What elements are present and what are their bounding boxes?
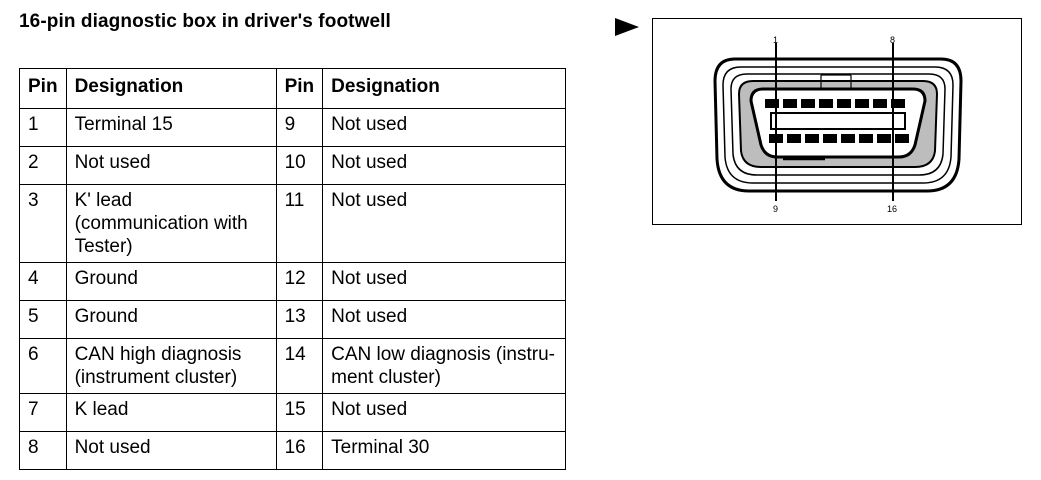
pin-designation: K' lead (communication with Tester) <box>65 184 277 263</box>
pin-designation: Not used <box>322 300 567 339</box>
pin-label-16: 16 <box>887 204 897 214</box>
pin-label-9: 9 <box>773 204 778 214</box>
pin-label-1: 1 <box>773 35 778 45</box>
pin-number: 15 <box>275 393 324 432</box>
pin-number: 2 <box>19 146 67 185</box>
table-row: 1 Terminal 15 9 Not used <box>19 108 567 147</box>
table-row: 7 K lead 15 Not used <box>19 393 567 432</box>
pin-number: 16 <box>275 431 324 470</box>
pin-number: 13 <box>275 300 324 339</box>
pin-number: 4 <box>19 262 67 301</box>
pin-designation: Not used <box>322 108 567 147</box>
table-header-row: Pin Designation Pin Designation <box>19 68 567 109</box>
pin-designation: CAN low diagnosis (instru-ment cluster) <box>322 338 567 394</box>
pin-table: Pin Designation Pin Designation 1 Termin… <box>19 68 567 470</box>
header-designation: Designation <box>322 68 567 109</box>
pin-number: 6 <box>19 338 67 394</box>
table-row: 5 Ground 13 Not used <box>19 300 567 339</box>
pin-number: 12 <box>275 262 324 301</box>
pin-designation: Not used <box>65 431 277 470</box>
pin-number: 10 <box>275 146 324 185</box>
obd-connector-drawing: 1 8 9 16 <box>713 35 963 214</box>
pin-number: 8 <box>19 431 67 470</box>
pin-designation: Not used <box>322 146 567 185</box>
header-pin: Pin <box>275 68 324 109</box>
pin-number: 7 <box>19 393 67 432</box>
pin-number: 9 <box>275 108 324 147</box>
pin-designation: K lead <box>65 393 277 432</box>
pin-number: 3 <box>19 184 67 263</box>
pin-designation: CAN high diagnosis (instrument cluster) <box>65 338 277 394</box>
table-row: 8 Not used 16 Terminal 30 <box>19 431 567 470</box>
document-title: 16-pin diagnostic box in driver's footwe… <box>19 11 391 32</box>
pin-number: 5 <box>19 300 67 339</box>
connector-diagram: 1 8 9 16 <box>652 18 1022 225</box>
pin-designation: Not used <box>322 184 567 263</box>
pin-number: 1 <box>19 108 67 147</box>
pin-designation: Terminal 30 <box>322 431 567 470</box>
header-pin: Pin <box>19 68 67 109</box>
table-row: 3 K' lead (communication with Tester) 11… <box>19 184 567 263</box>
pin-designation: Ground <box>65 262 277 301</box>
pin-designation: Not used <box>65 146 277 185</box>
pointer-arrow-icon <box>615 18 639 36</box>
pin-number: 11 <box>275 184 324 263</box>
table-row: 2 Not used 10 Not used <box>19 146 567 185</box>
pin-designation: Not used <box>322 262 567 301</box>
table-row: 6 CAN high diagnosis (instrument cluster… <box>19 338 567 394</box>
pin-designation: Terminal 15 <box>65 108 277 147</box>
pin-label-8: 8 <box>890 35 895 45</box>
pin-number: 14 <box>275 338 324 394</box>
pin-designation: Ground <box>65 300 277 339</box>
pin-designation: Not used <box>322 393 567 432</box>
header-designation: Designation <box>65 68 277 109</box>
table-row: 4 Ground 12 Not used <box>19 262 567 301</box>
